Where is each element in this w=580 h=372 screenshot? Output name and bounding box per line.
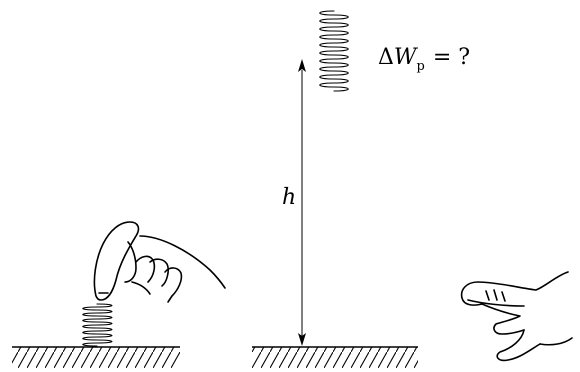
energy-subscript: p [417,59,425,74]
energy-question: ΔWp = ? [378,45,470,74]
raised-spring [319,10,349,92]
arrowhead-up [298,59,306,72]
delta-symbol: Δ [378,45,394,70]
arrowhead-down [298,333,306,346]
height-arrow [298,59,306,346]
equals-question: = ? [433,45,470,70]
left-ground-hatch [12,347,180,368]
energy-symbol: W [394,45,419,70]
middle-ground-hatch [252,347,418,368]
middle-scene: h ΔWp = ? [252,10,470,368]
compressed-spring [82,303,113,347]
pointing-hand-icon [460,271,573,362]
height-label: h [282,185,296,210]
pressing-hand-icon [93,221,226,303]
left-scene [12,221,226,368]
